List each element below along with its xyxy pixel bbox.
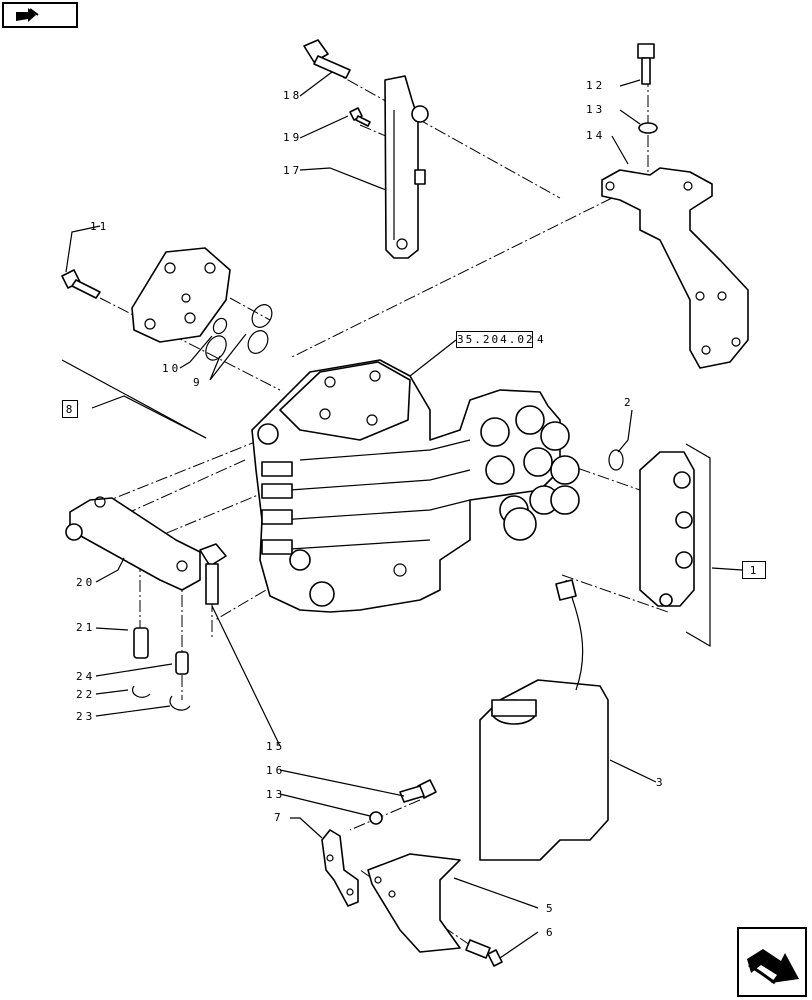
callout-5: 5 bbox=[546, 902, 556, 915]
flange-plate bbox=[131, 247, 231, 343]
washer-part-13 bbox=[638, 122, 658, 134]
callout-17: 17 bbox=[283, 164, 303, 177]
previous-page-button[interactable] bbox=[2, 2, 78, 28]
callout-2: 2 bbox=[624, 396, 634, 409]
bolt-part-16 bbox=[399, 779, 437, 803]
callout-7: 7 bbox=[274, 811, 284, 824]
clip-part-23 bbox=[169, 695, 191, 711]
screw-part-11 bbox=[61, 269, 101, 299]
assembly-centerlines bbox=[79, 55, 669, 946]
screw-part-6 bbox=[465, 939, 503, 967]
pin-part-21 bbox=[133, 627, 149, 659]
callout-13-lower: 13 bbox=[266, 788, 286, 801]
arrow-down-right-icon bbox=[747, 949, 799, 985]
o-ring-part-2 bbox=[608, 449, 624, 471]
coupler-manifold-part-1 bbox=[639, 443, 711, 648]
section-reference-box[interactable]: 35.204.02 bbox=[456, 331, 535, 348]
reference-box-1[interactable]: 1 bbox=[742, 561, 766, 579]
washer-part-13-lower bbox=[369, 811, 383, 825]
callout-6: 6 bbox=[546, 926, 556, 939]
bolt-part-18 bbox=[303, 39, 351, 79]
callout-21: 21 bbox=[76, 621, 96, 634]
next-page-button[interactable] bbox=[737, 927, 807, 997]
callout-4: 4 bbox=[537, 333, 547, 346]
guard-plate-part-5 bbox=[367, 853, 461, 953]
callout-11: 11 bbox=[90, 220, 110, 233]
callout-24: 24 bbox=[76, 670, 96, 683]
callout-10: 10 bbox=[162, 362, 182, 375]
callout-9: 9 bbox=[193, 376, 203, 389]
pin-part-24 bbox=[175, 651, 189, 675]
bolt-part-12 bbox=[637, 43, 655, 85]
callout-14: 14 bbox=[586, 129, 606, 142]
callout-19: 19 bbox=[283, 131, 303, 144]
arrow-left-icon bbox=[16, 8, 39, 22]
leader-lines bbox=[61, 71, 743, 959]
clip-part-22 bbox=[132, 685, 151, 698]
reservoir-tank-part-3 bbox=[479, 579, 609, 861]
callout-18: 18 bbox=[283, 89, 303, 102]
callout-13-upper: 13 bbox=[586, 103, 606, 116]
lever-arm-part-20 bbox=[65, 496, 201, 591]
bracket-part-7 bbox=[321, 829, 359, 907]
lever-plate-part-17 bbox=[384, 75, 429, 259]
callout-3: 3 bbox=[656, 776, 666, 789]
o-rings-part-9-10 bbox=[205, 304, 273, 361]
callout-22: 22 bbox=[76, 688, 96, 701]
callout-20: 20 bbox=[76, 576, 96, 589]
callout-12: 12 bbox=[586, 79, 606, 92]
screw-part-19 bbox=[349, 107, 371, 127]
bolt-part-15 bbox=[199, 543, 227, 605]
reference-box-8[interactable]: 8 bbox=[62, 400, 78, 418]
control-valve-block bbox=[251, 359, 580, 613]
mounting-bracket-part-14 bbox=[601, 167, 749, 369]
callout-16: 16 bbox=[266, 764, 286, 777]
callout-23: 23 bbox=[76, 710, 96, 723]
callout-15: 15 bbox=[266, 740, 286, 753]
